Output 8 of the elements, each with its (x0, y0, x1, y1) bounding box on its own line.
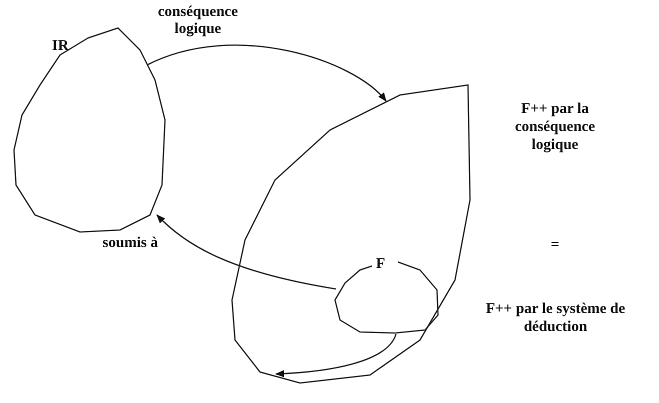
note-text: F++ par le système de déduction (484, 300, 626, 336)
node-label: F (376, 256, 386, 273)
node-label: IR (52, 38, 69, 55)
arrow (275, 334, 397, 378)
arrow (146, 44, 387, 102)
note-text: F++ par la conséquence logique (514, 100, 596, 154)
arrow (156, 214, 336, 290)
note-text: = (550, 236, 560, 254)
